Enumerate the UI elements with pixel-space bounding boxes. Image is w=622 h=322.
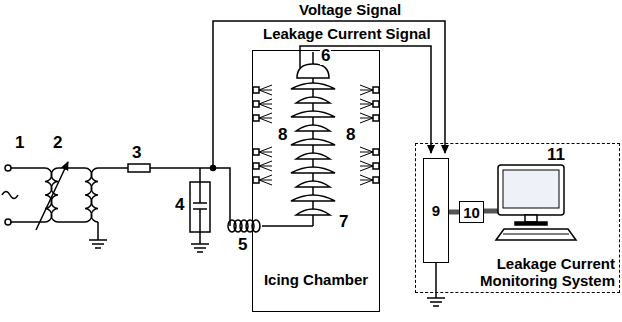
insulator-shed — [296, 181, 330, 187]
callout-number: 11 — [546, 146, 566, 164]
data-cable — [449, 210, 459, 215]
spray-nozzle — [373, 101, 379, 107]
monitor-base — [515, 222, 547, 225]
terminal — [5, 165, 11, 171]
regulator-arrow — [36, 162, 68, 230]
spray-nozzle — [373, 115, 379, 121]
voltage-signal-wire — [213, 21, 445, 168]
spray-nozzle — [253, 115, 259, 121]
spray-nozzle — [373, 149, 379, 155]
water-spray — [360, 147, 373, 157]
callout-number: 3 — [131, 144, 142, 162]
spray-nozzle — [373, 87, 379, 93]
callout-number: 8 — [277, 126, 288, 144]
icing-chamber: Icing Chamber — [252, 50, 380, 312]
transformer-coil — [91, 168, 98, 222]
water-spray — [259, 147, 272, 157]
water-spray — [259, 161, 272, 171]
box-number: 9 — [432, 202, 440, 219]
callout-number: 1 — [14, 134, 25, 152]
water-spray — [360, 175, 373, 185]
callout-number: 4 — [174, 196, 185, 214]
divider-box — [190, 182, 210, 232]
water-spray — [259, 99, 272, 109]
chamber-title: Icing Chamber — [253, 271, 379, 288]
terminal — [5, 219, 11, 225]
insulator-shed — [291, 139, 335, 145]
wire — [98, 168, 230, 240]
insulator-shed — [296, 125, 330, 131]
region-title: Leakage Current Monitoring System — [465, 255, 615, 290]
junction-dot — [211, 166, 216, 171]
insulator-cap — [297, 64, 329, 78]
keyboard — [496, 229, 576, 240]
insulator-shed — [296, 97, 330, 103]
water-spray — [259, 175, 272, 185]
callout-number: 2 — [52, 134, 63, 152]
capacitor-symbol — [193, 182, 207, 232]
ac-symbol — [2, 192, 18, 199]
insulator-shed — [296, 153, 330, 159]
screen — [503, 170, 559, 208]
insulator-shed — [291, 111, 335, 117]
monitor-stand — [525, 215, 537, 222]
spray-nozzle — [373, 177, 379, 183]
wire — [11, 168, 45, 222]
signal-label: Voltage Signal — [298, 2, 402, 18]
spray-nozzle — [253, 101, 259, 107]
spray-nozzle — [253, 163, 259, 169]
water-spray — [259, 85, 272, 95]
box-number: 10 — [463, 204, 480, 221]
monitoring-region: Leakage Current Monitoring System 9 10 — [415, 143, 620, 293]
keyboard-keys — [503, 234, 569, 235]
monitor — [498, 165, 564, 215]
callout-number: 6 — [320, 47, 331, 65]
resistor-symbol — [128, 164, 150, 172]
interface-box: 10 — [459, 201, 484, 223]
insulator-shed — [291, 167, 335, 173]
callout-number: 7 — [338, 213, 349, 231]
insulator-shed — [296, 209, 330, 215]
wire — [262, 225, 313, 227]
callout-number: 5 — [237, 236, 248, 254]
spray-nozzle — [373, 163, 379, 169]
acquisition-box: 9 — [423, 158, 449, 263]
spray-nozzle — [253, 87, 259, 93]
water-spray — [360, 161, 373, 171]
water-spray — [360, 85, 373, 95]
signal-label: Leakage Current Signal — [262, 26, 432, 42]
spray-nozzle — [253, 149, 259, 155]
insulator-shed — [291, 195, 335, 201]
bushing-coil — [252, 220, 260, 232]
water-spray — [259, 113, 272, 123]
ground-symbol — [427, 298, 445, 306]
ground-symbol — [191, 244, 209, 252]
ground-symbol — [89, 240, 107, 248]
callout-number: 8 — [345, 126, 356, 144]
water-spray — [360, 99, 373, 109]
spray-nozzle — [253, 177, 259, 183]
wire — [58, 168, 85, 222]
water-spray — [360, 113, 373, 123]
insulator-shed — [291, 83, 335, 89]
